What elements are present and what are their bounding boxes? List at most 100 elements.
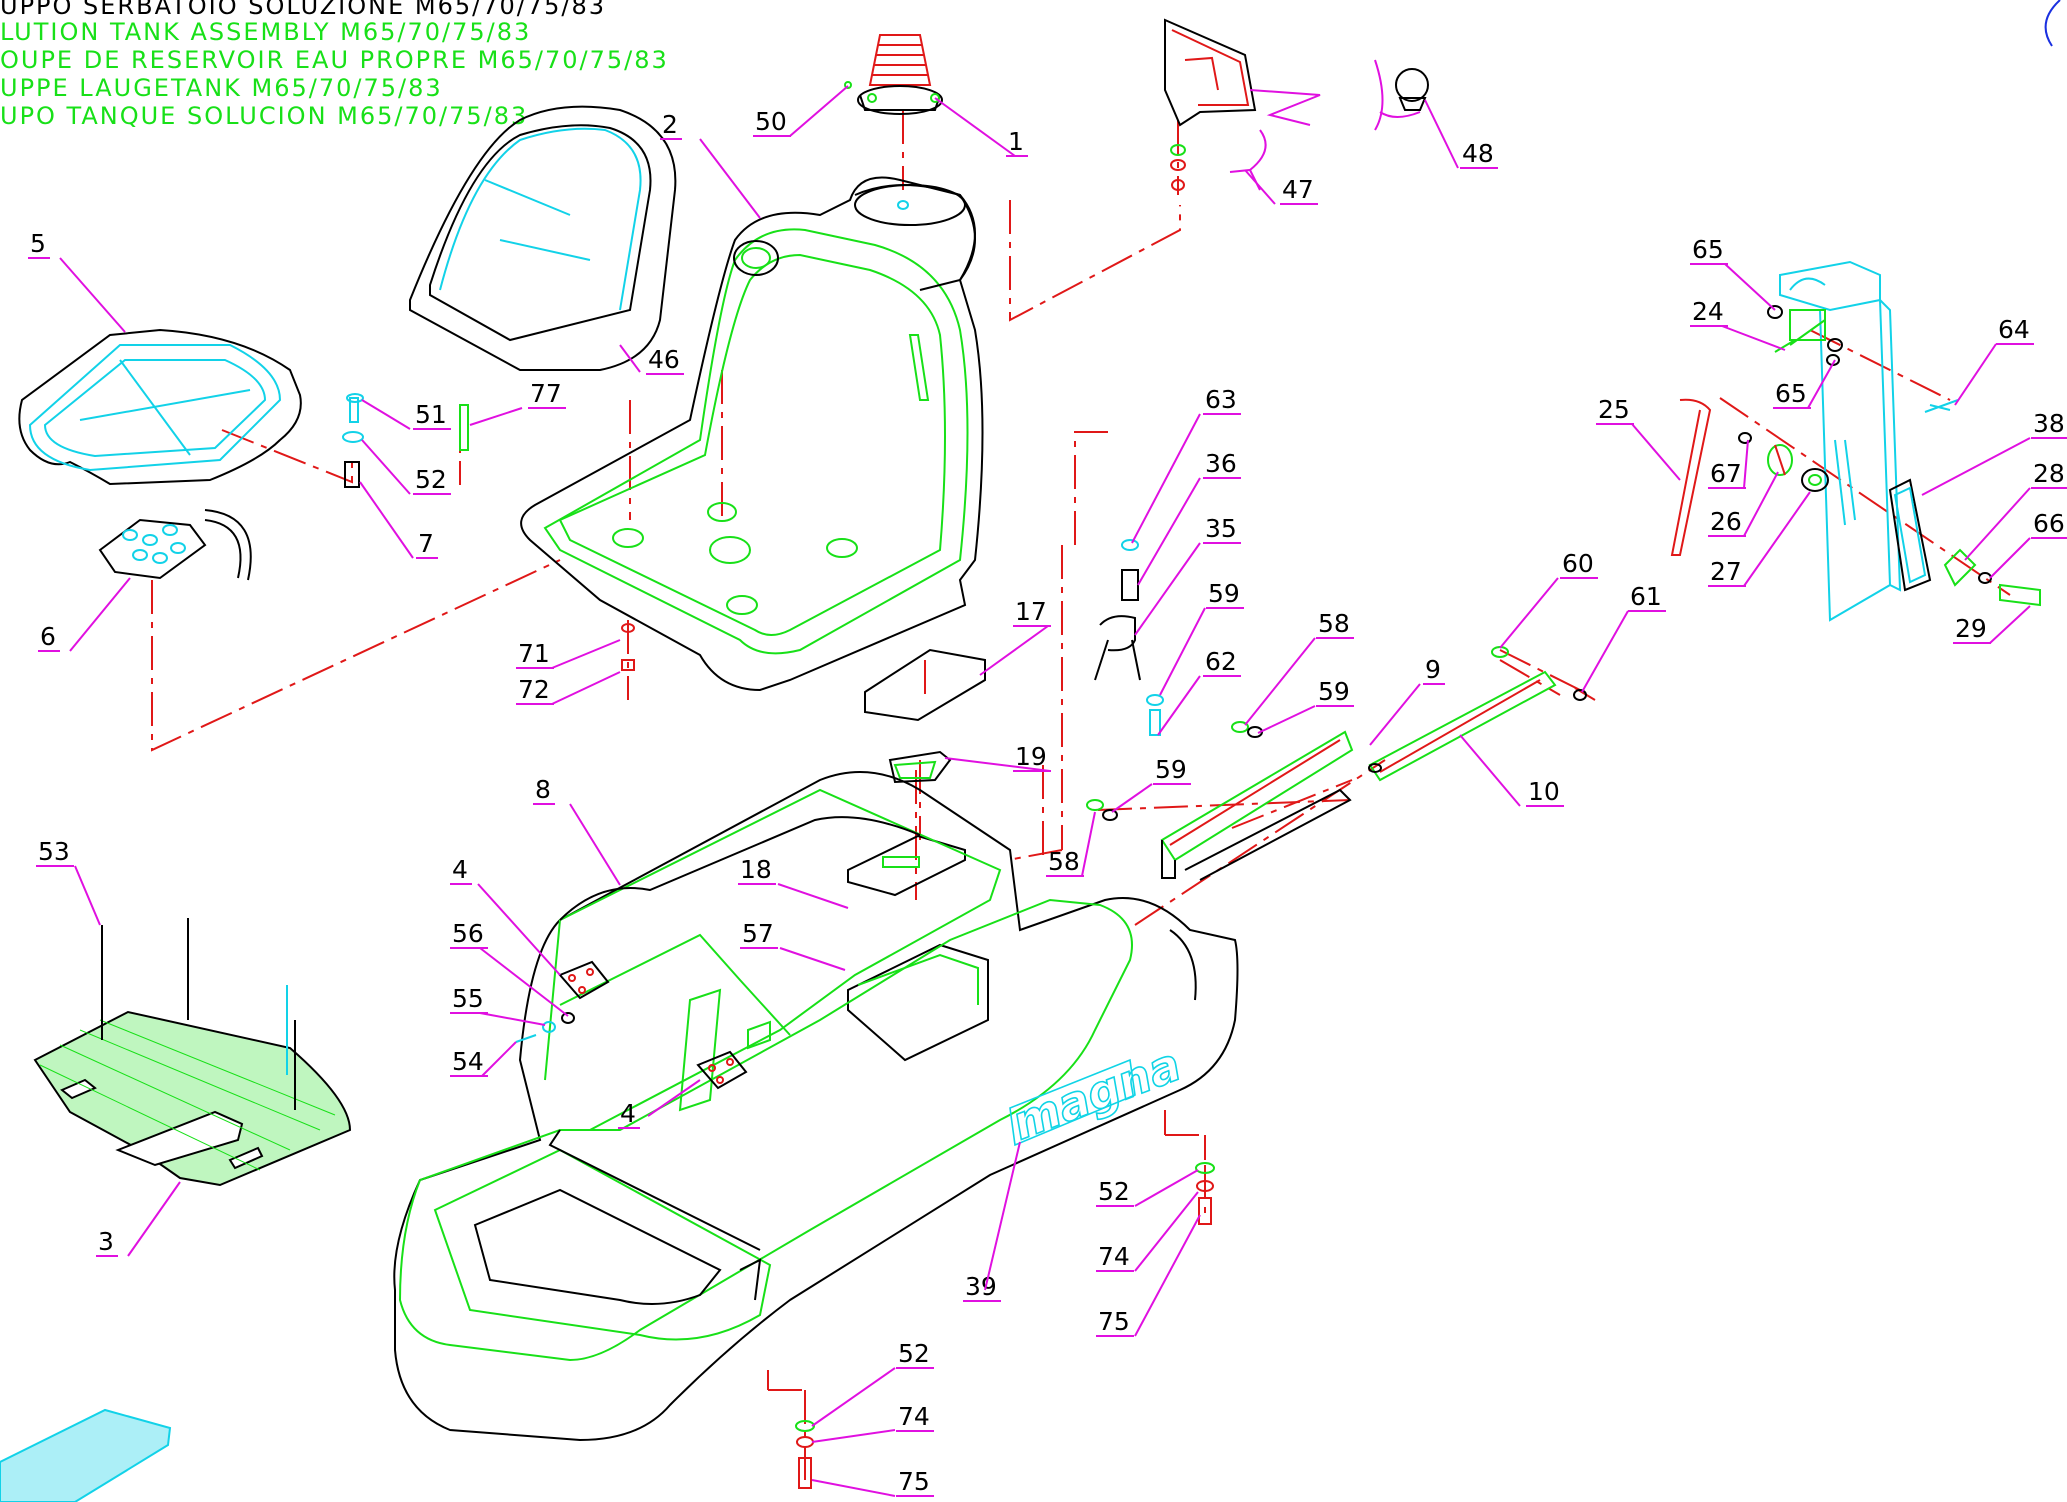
callout-number: 74 xyxy=(898,1402,930,1431)
callout-77: 77 xyxy=(469,379,566,426)
title-line-fr: OUPE DE RESERVOIR EAU PROPRE M65/70/75/8… xyxy=(0,46,669,74)
callout-leader-line xyxy=(777,883,849,909)
callout-58b: 58 xyxy=(1046,811,1096,877)
callout-leader-line xyxy=(1989,537,2031,579)
callout-28: 28 xyxy=(1964,459,2067,561)
callout-leader-line xyxy=(1499,577,1559,649)
callout-75a: 75 xyxy=(1096,1214,1201,1337)
bottom-fasteners xyxy=(621,623,1215,1489)
callout-number: 47 xyxy=(1282,175,1314,204)
callout-leader-line xyxy=(1134,1214,1201,1337)
callout-number: 26 xyxy=(1710,507,1742,536)
callout-71: 71 xyxy=(516,639,621,669)
callout-leader-line xyxy=(1137,477,1201,586)
callout-leader-line xyxy=(811,1367,896,1427)
callout-leader-line xyxy=(1159,607,1206,696)
callout-55: 55 xyxy=(450,984,546,1026)
callout-number: 25 xyxy=(1598,395,1630,424)
callout-leader-line xyxy=(1111,783,1153,813)
callout-leader-line xyxy=(1724,263,1776,311)
callout-leader-line xyxy=(1257,705,1316,734)
callout-number: 39 xyxy=(965,1272,997,1301)
title-line-es: UPO TANQUE SOLUCION M65/70/75/83 xyxy=(0,102,528,130)
callout-59a: 59 xyxy=(1159,579,1244,696)
callout-65b: 65 xyxy=(1773,359,1836,409)
callout-leader-line xyxy=(979,625,1049,676)
solution-tank-top xyxy=(520,176,984,692)
callout-64: 64 xyxy=(1954,315,2034,406)
callout-7: 7 xyxy=(359,481,438,559)
work-light-assembly xyxy=(1164,18,1429,191)
callout-leader-line xyxy=(1157,675,1201,736)
callout-leader-line xyxy=(479,1012,546,1026)
callout-52b: 52 xyxy=(1096,1169,1199,1207)
callout-leader-line xyxy=(944,757,1051,772)
callout-5: 5 xyxy=(28,229,126,333)
callout-number: 60 xyxy=(1562,549,1594,578)
callout-2: 2 xyxy=(660,110,761,219)
callout-50: 50 xyxy=(753,85,849,137)
callout-6: 6 xyxy=(38,577,131,652)
callout-number: 59 xyxy=(1208,579,1240,608)
callout-57: 57 xyxy=(740,919,846,971)
callout-number: 17 xyxy=(1015,597,1047,626)
callout-leader-line xyxy=(361,399,411,430)
callout-number: 3 xyxy=(98,1227,114,1256)
callout-number: 66 xyxy=(2033,509,2065,538)
callout-4a: 4 xyxy=(450,855,561,976)
callout-number: 38 xyxy=(2033,409,2065,438)
callout-number: 53 xyxy=(38,837,70,866)
warning-beacon xyxy=(844,34,943,115)
callout-8: 8 xyxy=(533,775,621,886)
callout-number: 10 xyxy=(1528,777,1560,806)
callout-number: 55 xyxy=(452,984,484,1013)
callout-63: 63 xyxy=(1131,385,1241,544)
callout-47: 47 xyxy=(1244,169,1318,205)
callout-number: 7 xyxy=(418,529,434,558)
callout-46: 46 xyxy=(619,344,684,375)
callout-number: 4 xyxy=(452,855,468,884)
brand-logo: magna xyxy=(1004,1036,1189,1151)
callout-59c: 59 xyxy=(1111,755,1191,813)
callout-leader-line xyxy=(1807,359,1836,409)
seat-cushion xyxy=(18,328,302,486)
callout-leader-line xyxy=(1134,1169,1199,1207)
callout-number: 46 xyxy=(648,345,680,374)
callout-36: 36 xyxy=(1137,449,1241,586)
callout-number: 59 xyxy=(1155,755,1187,784)
callout-number: 50 xyxy=(755,107,787,136)
callout-leader-line xyxy=(619,344,641,373)
callout-number: 56 xyxy=(452,919,484,948)
callout-leader-line xyxy=(1581,610,1629,693)
seat-mount-fasteners xyxy=(342,393,469,488)
tank-body xyxy=(393,771,1239,1442)
callout-56: 56 xyxy=(450,919,569,1017)
callout-number: 1 xyxy=(1008,127,1024,156)
callout-number: 63 xyxy=(1205,385,1237,414)
callout-leader-line xyxy=(59,257,126,333)
filter-pad xyxy=(864,648,986,722)
callout-number: 35 xyxy=(1205,514,1237,543)
callout-51: 51 xyxy=(361,399,451,430)
callout-number: 4 xyxy=(620,1099,636,1128)
callout-leader-line xyxy=(1134,1191,1199,1272)
corner-arc xyxy=(2044,0,2061,47)
callout-number: 48 xyxy=(1462,139,1494,168)
callout-leader-line xyxy=(779,947,846,971)
callout-leader-line xyxy=(1244,637,1316,726)
callout-62: 62 xyxy=(1157,647,1241,736)
callout-27: 27 xyxy=(1708,491,1811,587)
callout-number: 77 xyxy=(530,379,562,408)
callout-number: 65 xyxy=(1692,235,1724,264)
callout-59b: 59 xyxy=(1257,677,1354,734)
callout-number: 58 xyxy=(1318,609,1350,638)
callout-number: 2 xyxy=(662,110,678,139)
callout-number: 18 xyxy=(740,855,772,884)
callout-leader-line xyxy=(1459,734,1521,807)
callout-leader-line xyxy=(699,138,761,219)
callout-74a: 74 xyxy=(1096,1191,1199,1272)
callout-leader-line xyxy=(1131,413,1201,544)
callout-74b: 74 xyxy=(811,1402,934,1443)
callout-number: 54 xyxy=(452,1047,484,1076)
title-line-en: LUTION TANK ASSEMBLY M65/70/75/83 xyxy=(0,18,531,46)
